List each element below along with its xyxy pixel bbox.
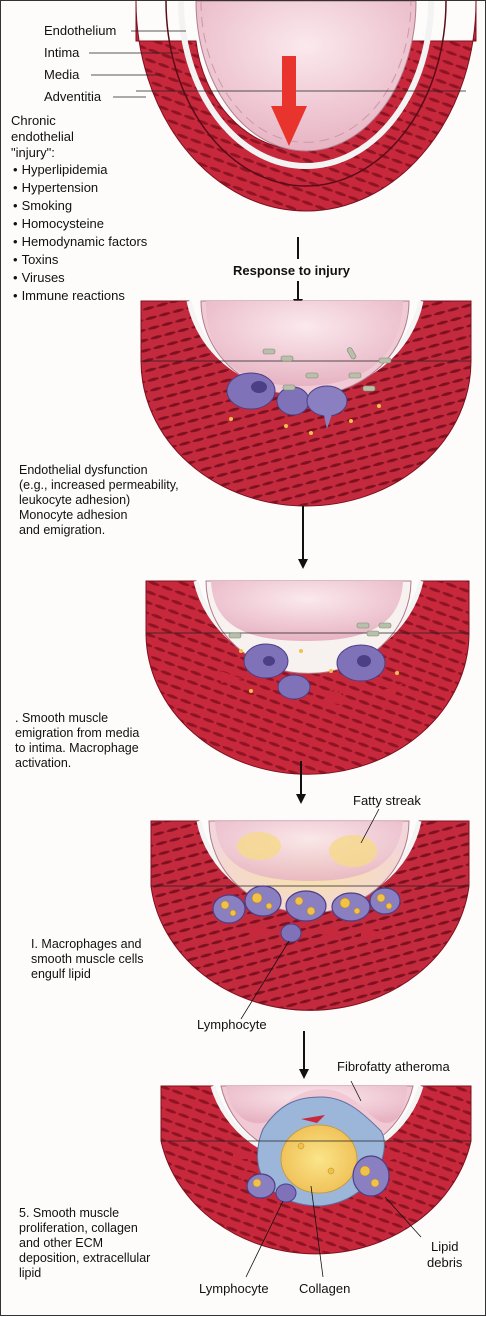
label-intima: Intima <box>44 45 79 60</box>
label-adventitia: Adventitia <box>44 89 101 104</box>
stage-3-caption-line: emigration from media <box>15 726 139 741</box>
risk-factor-list: Hyperlipidemia Hypertension Smoking Homo… <box>13 161 147 305</box>
injury-heading-line-2: endothelial <box>11 129 74 144</box>
vessel-stage-3 <box>146 581 469 774</box>
stage-5-caption-line: lipid <box>19 1266 150 1281</box>
injury-arrow-shaft <box>282 56 296 111</box>
stage-5-caption-line: proliferation, collagen <box>19 1221 150 1236</box>
label-media: Media <box>44 67 79 82</box>
stage-5-caption: 5. Smooth muscle proliferation, collagen… <box>19 1206 150 1281</box>
stage-2-caption-line: (e.g., increased permeability, <box>19 478 179 493</box>
label-lymphocyte-stage-5: Lymphocyte <box>199 1281 269 1296</box>
stage-3-caption: . Smooth muscle emigration from media to… <box>15 711 139 771</box>
stage-2-caption-line: Monocyte adhesion <box>19 508 179 523</box>
stage-3-caption-line: activation. <box>15 756 139 771</box>
stage-3-caption-line: to intima. Macrophage <box>15 741 139 756</box>
risk-factor-item: Viruses <box>13 269 147 287</box>
vessel-stage-2 <box>141 301 471 506</box>
risk-factor-item: Hyperlipidemia <box>13 161 147 179</box>
vessel-stage-4 <box>151 809 469 1019</box>
stage-4-caption-line: I. Macrophages and <box>31 937 144 952</box>
risk-factor-item: Hemodynamic factors <box>13 233 147 251</box>
stage-2-caption-line: leukocyte adhesion) <box>19 493 179 508</box>
label-lipid-debris-line-1: Lipid <box>431 1239 458 1254</box>
risk-factor-item: Toxins <box>13 251 147 269</box>
vessel-stage-5 <box>161 1081 471 1277</box>
label-fatty-streak: Fatty streak <box>353 793 421 808</box>
risk-factor-item: Hypertension <box>13 179 147 197</box>
risk-factor-item: Smoking <box>13 197 147 215</box>
label-endothelium: Endothelium <box>44 23 116 38</box>
response-to-injury-label: Response to injury <box>233 263 350 278</box>
stage-5-caption-line: deposition, extracellular <box>19 1251 150 1266</box>
label-lymphocyte-stage-4: Lymphocyte <box>197 1017 267 1032</box>
label-lipid-debris-line-2: debris <box>427 1255 462 1270</box>
label-collagen: Collagen <box>299 1281 350 1296</box>
stage-4-caption-line: engulf lipid <box>31 967 144 982</box>
stage-4-caption: I. Macrophages and smooth muscle cells e… <box>31 937 144 982</box>
risk-factor-item: Homocysteine <box>13 215 147 233</box>
stage-2-caption-line: Endothelial dysfunction <box>19 463 179 478</box>
stage-2-caption-line: and emigration. <box>19 523 179 538</box>
stage-5-caption-line: 5. Smooth muscle <box>19 1206 150 1221</box>
injury-heading-line-3: "injury": <box>11 145 55 160</box>
stage-2-caption: Endothelial dysfunction (e.g., increased… <box>19 463 179 538</box>
label-fibrofatty-atheroma: Fibrofatty atheroma <box>337 1059 450 1074</box>
stage-3-caption-line: . Smooth muscle <box>15 711 139 726</box>
stage-4-caption-line: smooth muscle cells <box>31 952 144 967</box>
stage-5-caption-line: and other ECM <box>19 1236 150 1251</box>
injury-heading-line-1: Chronic <box>11 113 56 128</box>
risk-factor-item: Immune reactions <box>13 287 147 305</box>
